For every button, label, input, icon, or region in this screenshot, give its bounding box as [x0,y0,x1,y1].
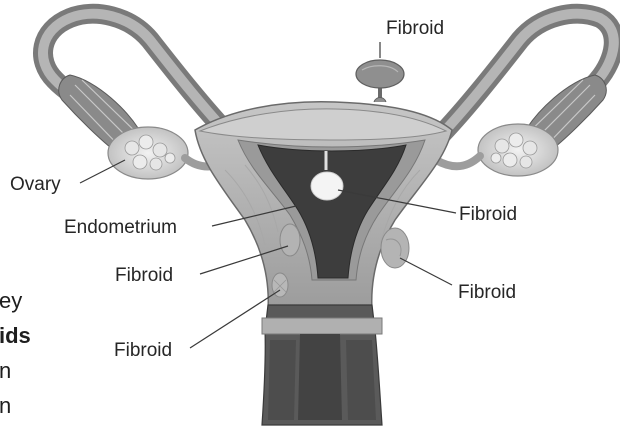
label-ovary: Ovary [10,174,61,195]
label-fibroid-right-lower: Fibroid [458,282,516,303]
fibroid-left-intramural [280,224,300,256]
side-text-line-1: ey [0,288,22,313]
leader-ovary [80,160,125,183]
side-text-line-4: n [0,393,11,418]
fibroid-top [356,60,404,102]
label-fibroid-left-low: Fibroid [114,340,172,361]
fibroid-right-intramural [381,228,409,268]
label-fibroid-right-upper: Fibroid [459,204,517,225]
label-fibroid-top: Fibroid [386,18,444,39]
label-fibroid-left-mid: Fibroid [115,265,173,286]
side-text-line-3: n [0,358,11,383]
leader-fibroid-right-lower [400,258,452,285]
uterus-body [195,102,452,310]
right-ovarian-ligament [436,156,480,166]
side-text-line-2: ids [0,323,31,348]
cervix [262,305,382,425]
left-ovary [108,127,188,179]
right-ovary [478,124,558,176]
label-endometrium: Endometrium [64,217,177,238]
